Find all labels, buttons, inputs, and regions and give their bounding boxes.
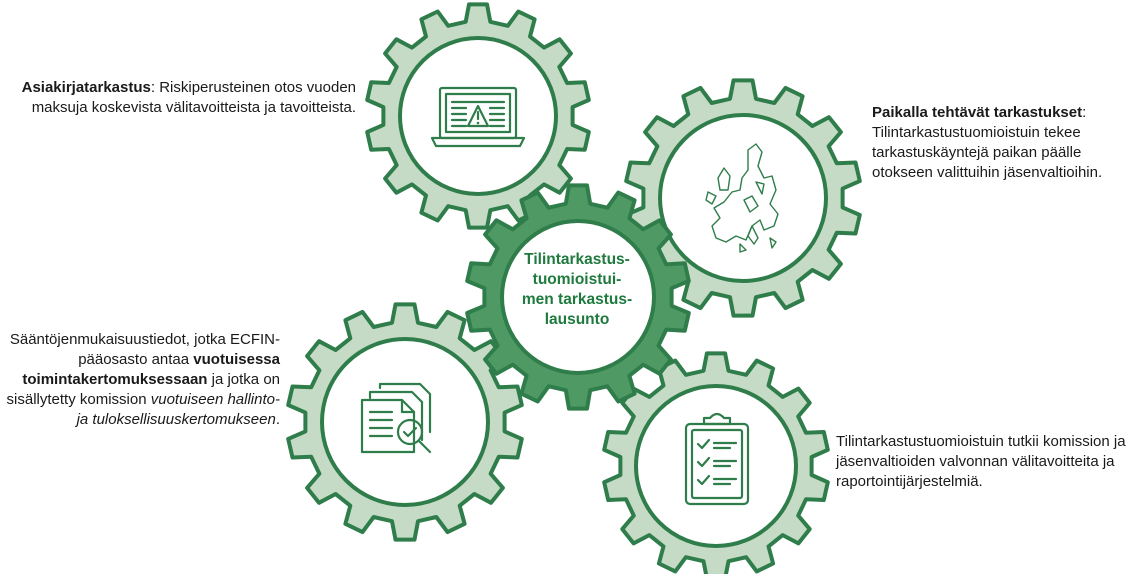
regularity-info-part1: Sääntöjenmukaisuustiedot, jotka ECFIN-pä… [9, 331, 280, 368]
regularity-info-part2: ja jotka on sisällytetty komission [6, 371, 280, 408]
audit-opinion-label: Tilintarkastus- tuomioistui- men tarkast… [512, 250, 642, 330]
audit-opinion-line-1: Tilintarkastus- [524, 251, 630, 268]
commission-review-description: Tilintarkastustuomioistuin tutkii komiss… [836, 433, 1126, 490]
laptop-warning-icon [430, 86, 526, 148]
audit-opinion-line-2: tuomioistui- [532, 271, 622, 288]
documents-check-icon [360, 382, 432, 454]
regularity-info-bold: vuotuisessa toimintakertomuksessaan [22, 351, 280, 388]
regularity-info-text: Sääntöjenmukaisuustiedot, jotka ECFIN-pä… [2, 330, 280, 430]
documentary-audit-text: Asiakirjatarkastus: Riskiperusteinen oto… [8, 78, 356, 118]
onsite-audit-text: Paikalla tehtävät tarkastukset: Tilintark… [872, 103, 1142, 183]
eu-map-icon [705, 143, 779, 253]
documentary-audit-title: Asiakirjatarkastus [21, 79, 151, 96]
onsite-audit-colon: : [1082, 104, 1087, 121]
onsite-audit-title: Paikalla tehtävät tarkastukset [872, 104, 1083, 121]
documentary-audit-description: : Riskiperusteinen otos vuoden maksuja k… [31, 79, 356, 116]
audit-opinion-line-3: men tarkastus- [521, 291, 633, 308]
clipboard-checklist-icon [684, 412, 750, 506]
gear-commission [602, 351, 830, 574]
gear-center [465, 183, 691, 411]
audit-opinion-line-4: lausunto [544, 311, 610, 328]
regularity-info-italic: vuotuiseen hallinto- ja tuloksellisuuske… [76, 391, 280, 428]
commission-review-text: Tilintarkastustuomioistuin tutkii komiss… [836, 432, 1136, 492]
gear-onsite [624, 78, 862, 318]
onsite-audit-description: Tilintarkastustuomioistuin tekee tarkast… [872, 124, 1103, 181]
regularity-info-part3: . [275, 411, 280, 428]
